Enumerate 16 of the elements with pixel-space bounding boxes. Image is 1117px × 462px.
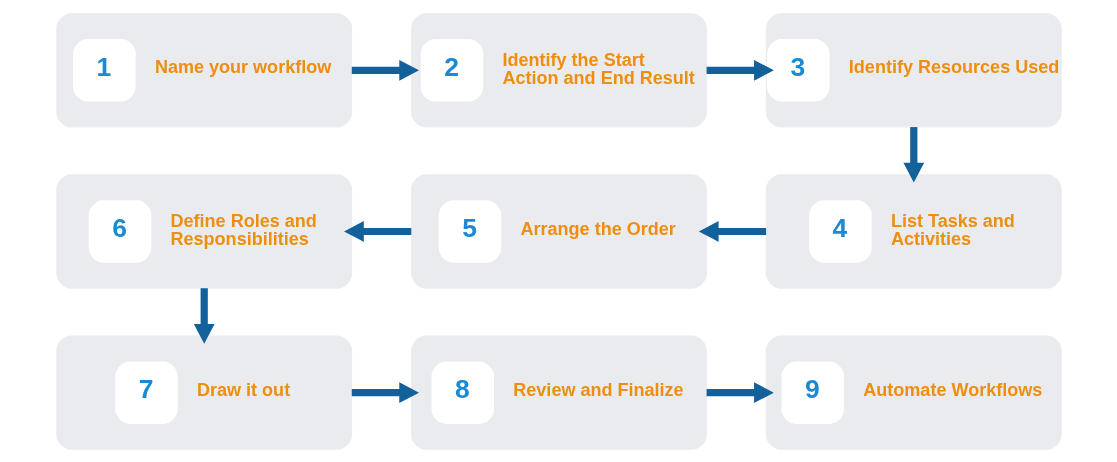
arrow — [698, 220, 766, 242]
arrow — [706, 59, 774, 81]
node-box: 1 Name your workflow — [55, 12, 352, 127]
arrow — [193, 287, 215, 344]
node-box: 5 Arrange the Order — [410, 173, 707, 289]
arrow — [343, 220, 411, 242]
node-box: 4 List Tasks and Activities — [765, 173, 1062, 289]
node-box: 8 Review and Finalize — [410, 335, 707, 450]
node-box: 9 Automate Workflows — [765, 335, 1062, 450]
arrow — [902, 126, 924, 183]
arrow — [351, 381, 419, 403]
arrow — [351, 59, 419, 81]
node-box: 7 Draw it out — [55, 335, 352, 450]
arrow — [706, 381, 774, 403]
node-box: 2 Identify the Start Action and End Result — [410, 12, 707, 127]
node-box: 6 Define Roles and Responsibilities — [55, 173, 352, 289]
